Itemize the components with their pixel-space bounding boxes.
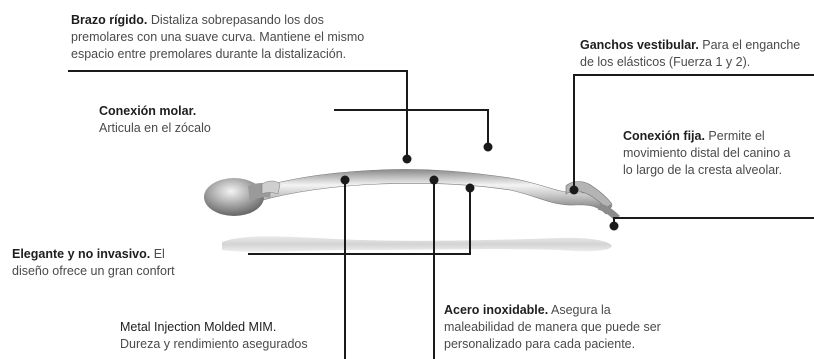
molar-clip [261,180,281,195]
label-ganchos-title: Ganchos vestibular. [580,38,699,52]
leader-lines [68,70,814,359]
label-conexion-molar-title: Conexión molar. [99,104,197,118]
label-ganchos-vestibular: Ganchos vestibular. Para el enganche de … [580,37,810,71]
label-elegante-title: Elegante y no invasivo. [12,247,151,261]
label-acero-title: Acero inoxidable. [444,303,549,317]
label-acero-line2: maleabilidad de manera que puede ser [444,320,661,334]
label-conexion-fija-title: Conexión fija. [623,129,705,143]
appliance-shadow [222,236,612,252]
label-elegante: Elegante y no invasivo. El diseño ofrece… [12,246,242,280]
label-brazo-rigido: Brazo rígido. Distaliza sobrepasando los… [71,12,431,63]
dot-conexion-molar [483,142,493,152]
dot-acero [429,175,439,185]
label-acero-inoxidable: Acero inoxidable. Asegura la maleabilida… [444,302,744,353]
label-conexion-fija-line3: lo largo de la cresta alveolar. [623,163,783,177]
label-conexion-molar-line2: Articula en el zócalo [99,121,211,135]
label-elegante-line2: diseño ofrece un gran confort [12,264,175,278]
label-acero-text: Asegura la [548,303,611,317]
dot-ganchos [569,185,579,195]
rigid-arm [249,169,613,215]
label-ganchos-text: Para el enganche [698,38,801,52]
label-brazo-line3: espacio entre premolares durante la dist… [71,47,347,61]
dot-conexion-fija [609,221,619,231]
label-brazo-line2: premolares con una suave curva. Mantiene… [71,30,365,44]
label-conexion-fija-line2: movimiento distal del canino a [623,146,791,160]
label-ganchos-line2: de los elásticos (Fuerza 1 y 2). [580,55,751,69]
label-conexion-fija-text: Permite el [704,129,765,143]
label-conexion-molar: Conexión molar. Articula en el zócalo [99,103,299,137]
leader-dots [340,142,619,231]
label-elegante-text: El [150,247,165,261]
fixed-connection-tip [598,204,620,220]
dot-metal [340,175,350,185]
label-metal-title: Metal Injection Molded MIM. [120,320,277,334]
label-brazo-title: Brazo rígido. [71,13,148,27]
label-metal-line2: Dureza y rendimiento asegurados [120,337,308,351]
label-brazo-text: Distaliza sobrepasando los dos [147,13,324,27]
label-metal-injection: Metal Injection Molded MIM. Dureza y ren… [120,319,340,353]
label-acero-line3: personalizado para cada paciente. [444,337,636,351]
dot-elegante [465,183,475,193]
dot-brazo [402,154,412,164]
label-conexion-fija: Conexión fija. Permite el movimiento dis… [623,128,813,179]
